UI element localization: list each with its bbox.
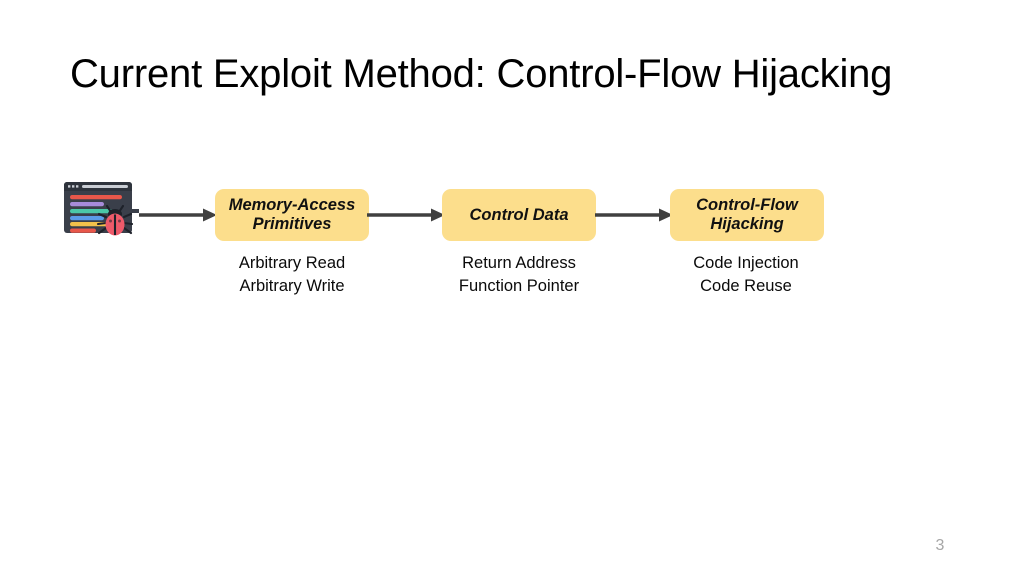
arrow-node1-to-node2 [367, 204, 445, 226]
arrow-node2-to-node3 [595, 204, 673, 226]
buggy-code-window-icon [62, 181, 140, 239]
flow-node-caption-control-data: Return Address Function Pointer [458, 254, 580, 295]
flow-node-memory-access-primitives[interactable]: Memory-Access Primitives [215, 189, 369, 241]
flow-node-control-flow-hijacking[interactable]: Control-Flow Hijacking [670, 189, 824, 241]
flow-node-label: Control-Flow Hijacking [696, 196, 798, 233]
flow-node-caption-control-flow-hijacking: Code Injection Code Reuse [693, 254, 799, 295]
flow-node-control-data[interactable]: Control Data [442, 189, 596, 241]
page-number: 3 [935, 537, 945, 554]
flow-node-label: Memory-Access Primitives [228, 196, 356, 233]
flow-node-label: Control Data [469, 205, 569, 224]
page-title: Current Exploit Method: Control-Flow Hij… [70, 52, 893, 96]
arrow-icon-to-node1 [139, 204, 217, 226]
flow-node-caption-memory-access-primitives: Arbitrary Read Arbitrary Write [238, 254, 346, 295]
